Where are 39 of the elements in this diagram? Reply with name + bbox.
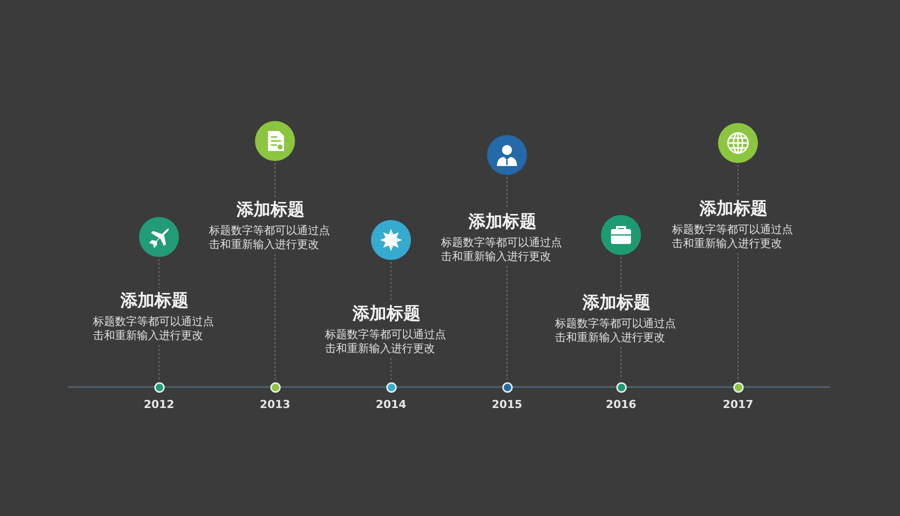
globe-icon [718,123,758,163]
item-description: 标题数字等都可以通过点击和重新输入进行更改 [441,236,563,264]
item-title: 添加标题 [120,290,190,312]
year-label: 2015 [490,398,524,411]
timeline-dot [270,382,280,392]
year-label: 2012 [142,398,176,411]
connector-line [158,344,160,380]
timeline-dot [616,382,626,392]
timeline-dot [386,382,396,392]
timeline-dot [154,382,164,392]
item-title: 添加标题 [236,199,306,221]
airplane-icon [139,217,179,257]
item-title: 添加标题 [698,198,768,220]
timeline-dot [732,382,744,392]
item-description: 标题数字等都可以通过点击和重新输入进行更改 [672,223,794,251]
item-description: 标题数字等都可以通过点击和重新输入进行更改 [325,328,447,356]
year-label: 2014 [374,398,408,411]
connector-line [274,162,276,198]
timeline-dot [502,382,512,392]
connector-line [390,262,392,302]
connector-line [506,266,508,380]
year-label: 2016 [604,398,638,411]
connector-line [158,258,160,288]
item-title: 添加标题 [582,292,652,314]
connector-line [506,176,508,210]
item-title: 添加标题 [468,211,538,233]
briefcase-icon [601,215,641,255]
item-title: 添加标题 [352,303,422,325]
item-description: 标题数字等都可以通过点击和重新输入进行更改 [93,315,215,343]
document-icon [255,121,295,161]
item-description: 标题数字等都可以通过点击和重新输入进行更改 [209,224,331,252]
connector-line [620,256,622,290]
connector-line [274,254,276,380]
year-label: 2017 [722,398,754,411]
connector-line [620,346,622,380]
person-icon [487,135,527,175]
item-description: 标题数字等都可以通过点击和重新输入进行更改 [555,317,677,345]
connector-line [390,358,392,380]
year-label: 2013 [258,398,292,411]
